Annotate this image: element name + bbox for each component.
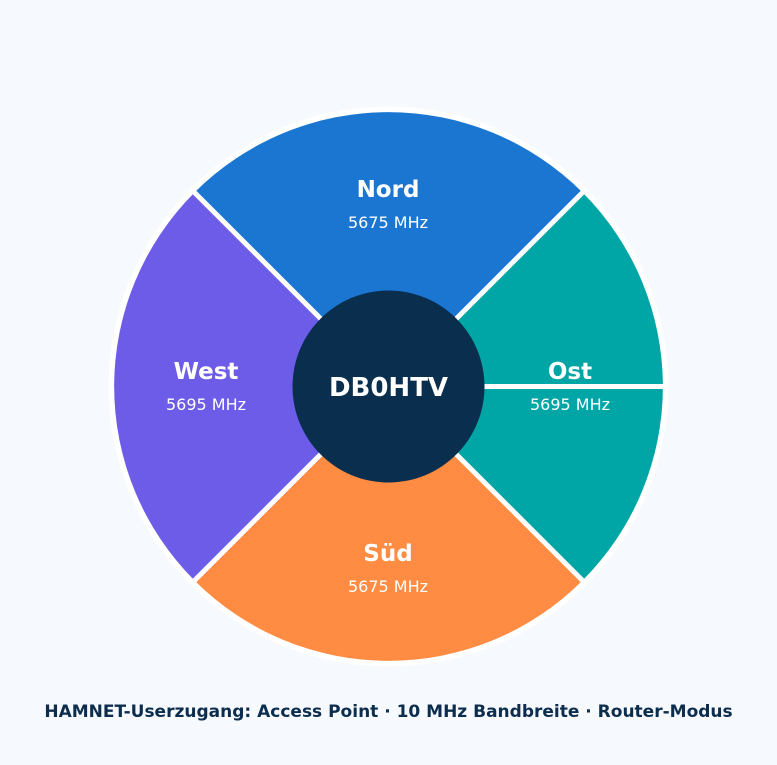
sector-label-ost: Ost (548, 359, 592, 385)
sector-label-west: West (174, 359, 239, 385)
sector-frequency-nord: 5675 MHz (348, 213, 428, 232)
sector-west (114, 192, 389, 581)
sector-frequency-sued: 5675 MHz (348, 577, 428, 596)
station-callsign: DB0HTV (329, 373, 448, 403)
diagram-caption: HAMNET-Userzugang: Access Point · 10 MHz… (44, 702, 733, 722)
sector-label-nord: Nord (357, 177, 420, 203)
sector-frequency-west: 5695 MHz (166, 395, 246, 414)
sector-frequency-ost: 5695 MHz (530, 395, 610, 414)
station-hub (292, 290, 485, 483)
sector-sued (194, 386, 583, 661)
sector-nord (194, 112, 583, 387)
sector-label-sued: Süd (363, 541, 412, 567)
